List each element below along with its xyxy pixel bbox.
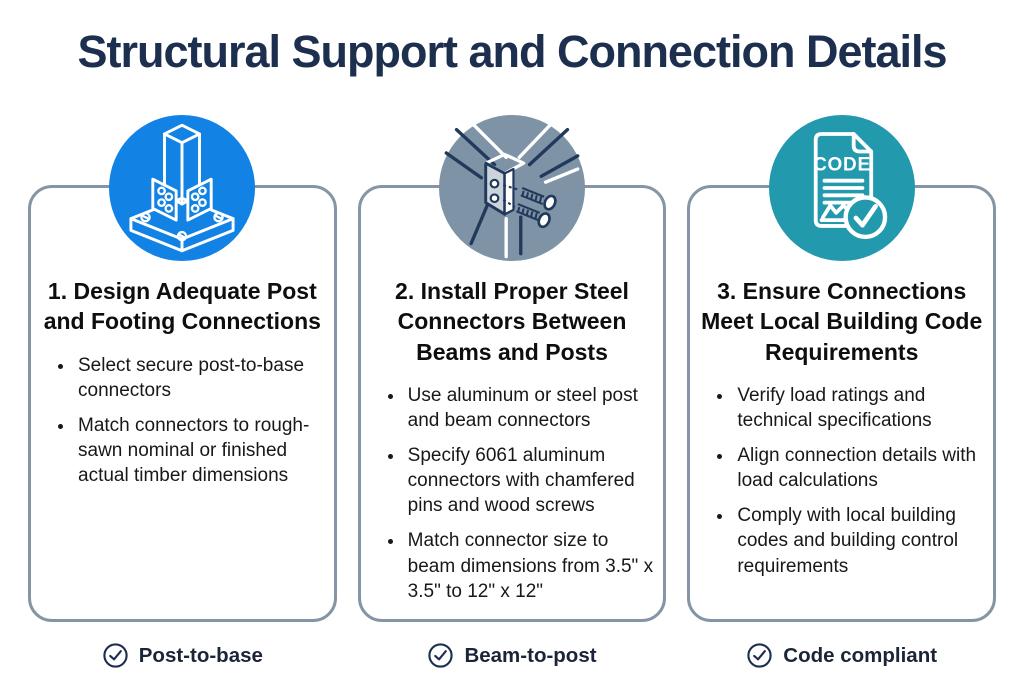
card-bullet-list: Select secure post-to-base connectors Ma… <box>51 353 326 488</box>
bullet-item: Match connectors to rough-sawn nominal o… <box>75 413 326 488</box>
card-post-footing: 1. Design Adequate Post and Footing Conn… <box>28 115 337 668</box>
page-title: Structural Support and Connection Detail… <box>77 26 947 77</box>
card-footer-code-compliant: Code compliant <box>690 642 993 669</box>
card-heading: 3. Ensure Connections Meet Local Buildin… <box>701 278 983 365</box>
bullet-item: Select secure post-to-base connectors <box>75 353 326 403</box>
bullet-item: Match connector size to beam dimensions … <box>405 528 656 603</box>
bullet-item: Use aluminum or steel post and beam conn… <box>405 383 656 433</box>
card-footer-beam-to-post: Beam-to-post <box>361 642 664 669</box>
card-bullet-list: Use aluminum or steel post and beam conn… <box>381 383 656 604</box>
bullet-item: Specify 6061 aluminum connectors with ch… <box>405 443 656 518</box>
bullet-item: Verify load ratings and technical specif… <box>734 383 985 433</box>
card-heading: 1. Design Adequate Post and Footing Conn… <box>43 278 321 335</box>
footer-label: Post-to-base <box>138 643 263 667</box>
bullet-item: Align connection details with load calcu… <box>734 443 985 493</box>
check-circle-icon <box>102 642 129 669</box>
cards-row: 1. Design Adequate Post and Footing Conn… <box>28 115 997 668</box>
check-circle-icon <box>746 642 773 669</box>
card-heading: 2. Install Proper Steel Connectors Betwe… <box>395 278 629 365</box>
beam-post-connector-icon <box>439 115 585 261</box>
check-circle-icon <box>427 642 454 669</box>
card-building-code: CODE 3. Ensure Connections Meet Local Bu… <box>687 115 997 668</box>
post-base-icon <box>109 115 256 261</box>
code-label-text: CODE <box>813 154 871 175</box>
code-document-icon: CODE <box>768 115 915 261</box>
card-steel-connectors: 2. Install Proper Steel Connectors Betwe… <box>357 115 667 668</box>
footer-label: Code compliant <box>783 643 938 667</box>
bullet-item: Comply with local building codes and bui… <box>734 503 985 578</box>
card-bullet-list: Verify load ratings and technical specif… <box>710 383 985 579</box>
card-footer-post-to-base: Post-to-base <box>31 642 334 669</box>
footer-label: Beam-to-post <box>464 643 597 667</box>
